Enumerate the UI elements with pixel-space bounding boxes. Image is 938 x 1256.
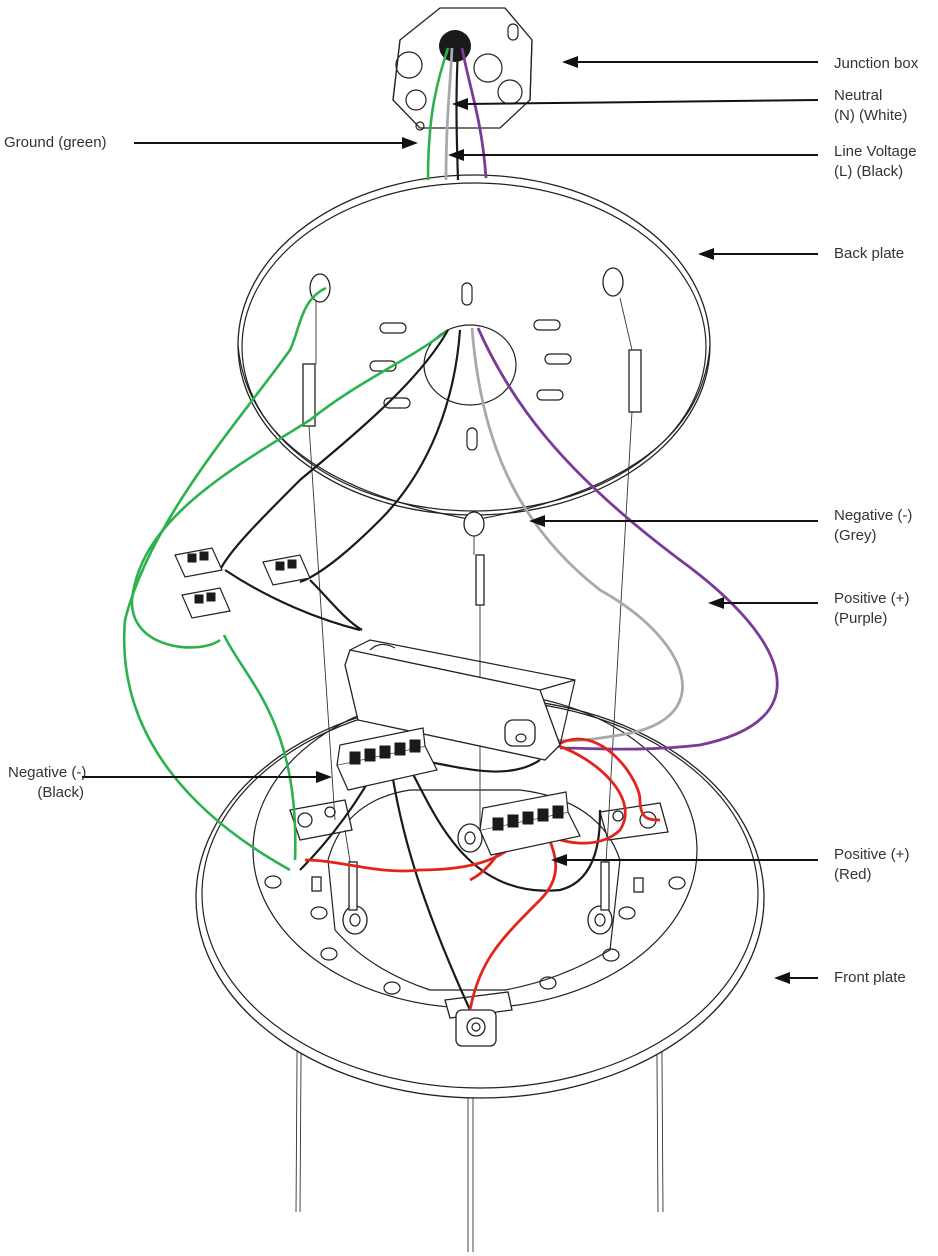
label-neutral-line1: Neutral (834, 87, 883, 104)
connector-black-output (336, 727, 438, 791)
label-negative-black: Negative (-) (Black) (8, 763, 87, 803)
label-positive-purple-line2: (Purple) (834, 610, 888, 627)
connector-2 (262, 554, 311, 586)
label-back-plate: Back plate (834, 245, 905, 262)
label-positive-red-line2: (Red) (834, 866, 872, 883)
label-line-voltage-line2: (L) (Black) (834, 163, 904, 180)
label-negative-grey-line2: (Grey) (834, 527, 877, 544)
connectors (174, 547, 581, 856)
label-negative-black-line2: (Black) (37, 784, 84, 801)
callout-arrows (82, 56, 819, 984)
suspension-cables (308, 297, 633, 911)
connector-red-output (479, 791, 581, 856)
led-driver (344, 639, 576, 761)
label-line-voltage: Line Voltage (L) (Black) (834, 142, 917, 182)
label-negative-grey: Negative (-) (Grey) (834, 506, 912, 546)
junction-box (392, 7, 533, 131)
label-positive-red: Positive (+) (Red) (834, 845, 909, 885)
label-ground: Ground (green) (4, 134, 107, 151)
label-negative-grey-line1: Negative (-) (834, 507, 913, 524)
label-line-voltage-line1: Line Voltage (834, 143, 917, 160)
label-front-plate: Front plate (834, 969, 906, 986)
label-junction-box: Junction box (834, 55, 919, 72)
label-neutral-line2: (N) (White) (834, 107, 908, 124)
label-positive-red-line1: Positive (+) (834, 846, 910, 863)
label-positive-purple-line1: Positive (+) (834, 590, 910, 607)
label-negative-black-line1: Negative (-) (8, 764, 87, 781)
label-neutral: Neutral (N) (White) (834, 86, 907, 126)
connector-1 (174, 547, 223, 578)
label-positive-purple: Positive (+) (Purple) (834, 589, 909, 629)
connector-3 (181, 587, 231, 619)
